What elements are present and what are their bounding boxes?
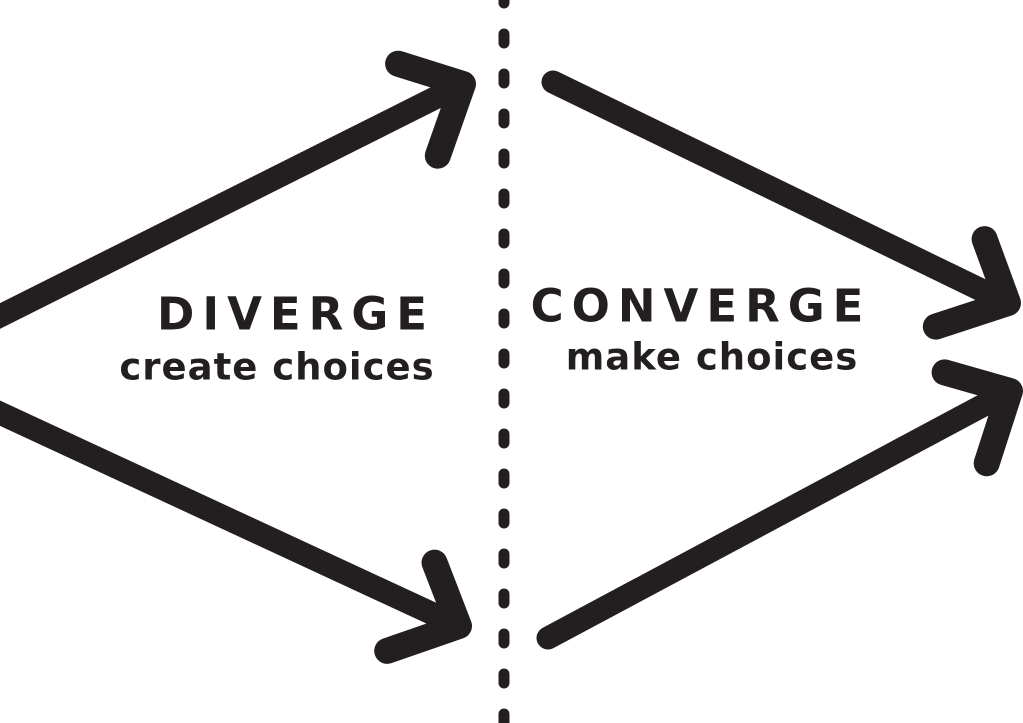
converge-bottom-arrow-shaft bbox=[536, 388, 1004, 650]
diverge-top-arrow bbox=[0, 50, 476, 329]
converge-heading: CONVERGE bbox=[530, 279, 872, 333]
converge-bottom-arrow-head bbox=[931, 359, 1023, 477]
diverge-bottom-arrow-head bbox=[374, 549, 472, 664]
diverge-top-arrow-head bbox=[385, 50, 476, 169]
diverge-bottom-arrow-shaft bbox=[0, 400, 453, 630]
converge-top-arrow-head bbox=[922, 226, 1021, 340]
converge-top-arrow bbox=[541, 70, 1021, 340]
diverge-subheading: create choices bbox=[119, 345, 435, 389]
diverge-bottom-arrow bbox=[0, 400, 472, 664]
converge-bottom-arrow bbox=[536, 359, 1023, 650]
diverge-heading: DIVERGE bbox=[157, 287, 435, 341]
diverge-top-arrow-shaft bbox=[0, 81, 457, 329]
arrows-layer bbox=[0, 50, 1023, 664]
converge-subheading: make choices bbox=[565, 335, 859, 379]
converge-top-arrow-shaft bbox=[541, 70, 1002, 306]
